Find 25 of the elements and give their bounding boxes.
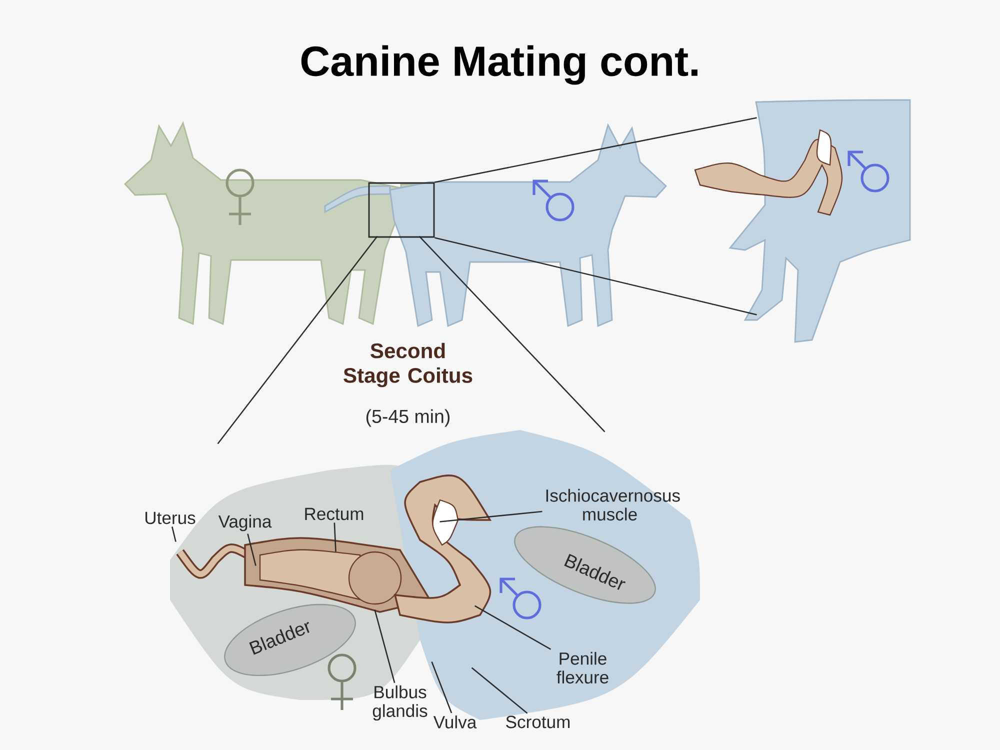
leader-line [172, 526, 176, 542]
zoom-line [418, 236, 606, 432]
part-label: Uterus [146, 512, 196, 524]
zoom-line [434, 117, 757, 183]
duration: (5-45 min) [366, 409, 450, 427]
leader-line [440, 510, 542, 522]
part-label: Bulbus glandis [372, 685, 428, 721]
zoom-line [217, 236, 378, 444]
stage-title: Second Stage Coitus [344, 342, 472, 388]
leader-line [334, 522, 336, 552]
part-label: Scrotum [506, 716, 570, 728]
part-label: Vulva [433, 716, 477, 728]
leader-line [471, 667, 528, 714]
title: Canine Mating cont. [301, 45, 698, 85]
zoom-line [434, 237, 757, 316]
part-label: Rectum [305, 508, 364, 520]
part-label: Ischiocavernosus muscle [546, 488, 680, 521]
leader-line [474, 605, 552, 650]
zoom-box [368, 182, 435, 238]
leader-line [374, 610, 396, 684]
leader-line [247, 534, 256, 566]
part-label: Vagina [218, 514, 272, 532]
inset-drawing [694, 99, 911, 343]
leader-line [431, 662, 452, 714]
part-label: Penile flexure [556, 652, 608, 684]
